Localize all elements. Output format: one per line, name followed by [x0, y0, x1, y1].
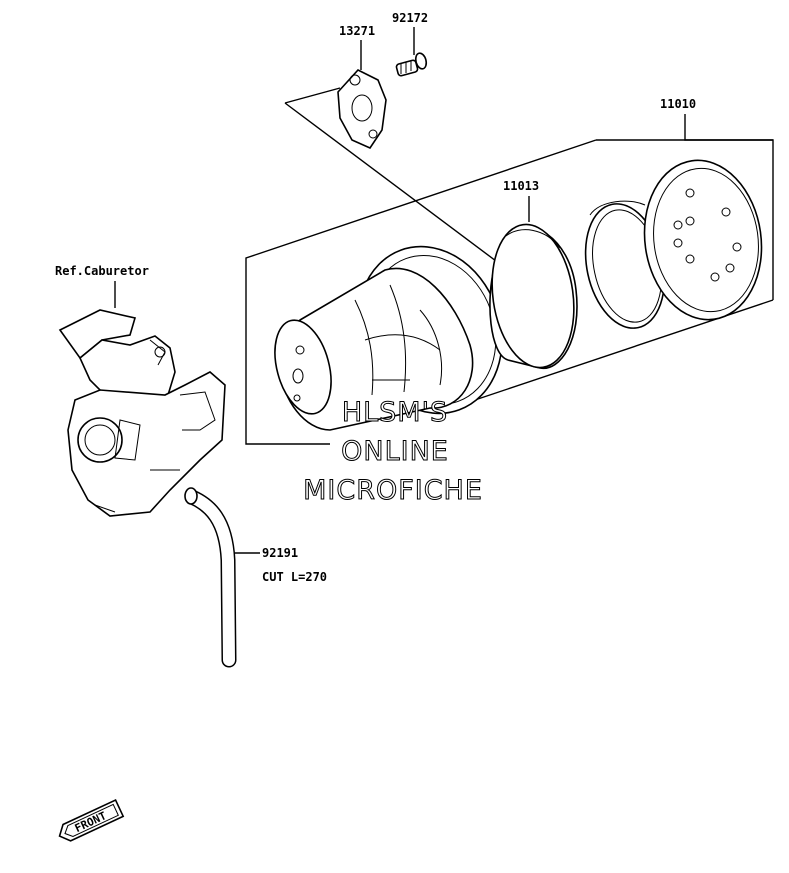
watermark-line-1: HLSM'S [342, 397, 448, 428]
tube-92191 [184, 487, 237, 668]
element-11013 [489, 223, 578, 370]
label-11010: 11010 [660, 97, 696, 111]
cover [643, 159, 763, 321]
cover-holes [673, 188, 742, 282]
carburetor [58, 309, 226, 517]
gasket-13271 [337, 69, 387, 150]
bolt-92172 [395, 52, 428, 77]
label-13271: 13271 [339, 24, 375, 38]
label-92191: 92191 [262, 546, 298, 560]
label-ref-carburetor: Ref.Caburetor [55, 264, 149, 278]
watermark-line-3: MICROFICHE [303, 475, 483, 506]
label-11013: 11013 [503, 179, 539, 193]
label-cut-length: CUT L=270 [262, 570, 327, 584]
watermark: HLSM'S ONLINE MICROFICHE [303, 397, 483, 507]
watermark-line-2: ONLINE [341, 436, 449, 467]
air-cleaner-case [274, 245, 503, 431]
label-92172: 92172 [392, 11, 428, 25]
front-direction-badge: FRONT [58, 798, 125, 842]
